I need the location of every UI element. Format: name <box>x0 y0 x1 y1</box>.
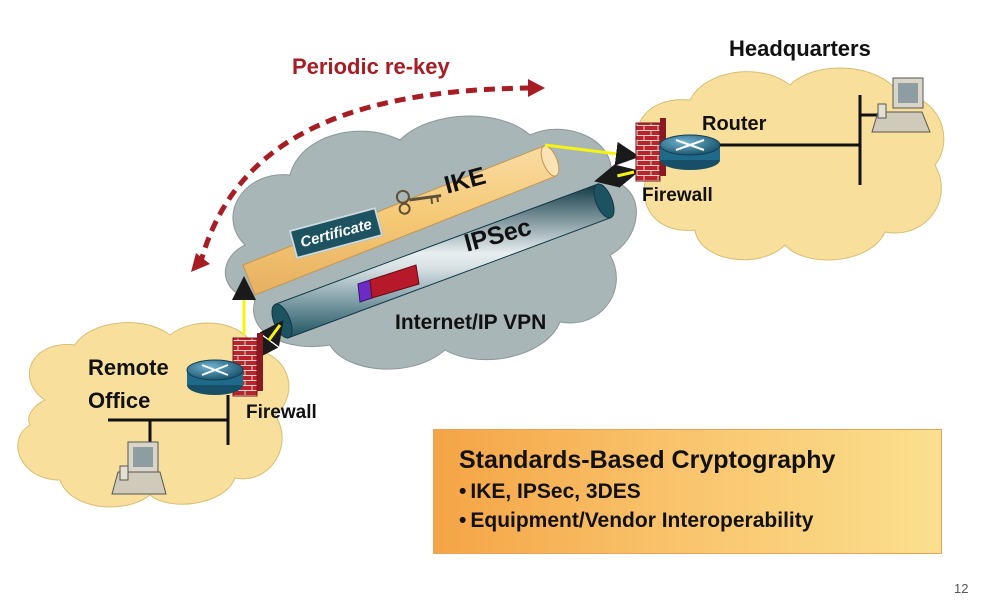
headquarters-label: Headquarters <box>729 36 871 61</box>
rekey-arrowhead-right <box>528 79 545 97</box>
standards-box: Standards-Based Cryptography • IKE, IPSe… <box>433 429 942 554</box>
bullet-text: IKE, IPSec, 3DES <box>470 480 641 503</box>
page-number: 12 <box>954 581 969 596</box>
standards-bullet: • IKE, IPSec, 3DES <box>459 480 941 504</box>
bullet-text: Equipment/Vendor Interoperability <box>470 509 814 532</box>
standards-title: Standards-Based Cryptography <box>459 446 836 474</box>
router-label: Router <box>702 113 767 135</box>
periodic-rekey-label: Periodic re-key <box>292 54 450 79</box>
remote-firewall-label: Firewall <box>246 402 317 423</box>
router-icon <box>659 134 721 170</box>
workstation-icon <box>871 77 931 133</box>
bullet-dot: • <box>459 509 467 532</box>
internet-vpn-label: Internet/IP VPN <box>395 311 547 334</box>
rekey-arc <box>197 85 531 266</box>
remote-lan <box>108 395 230 445</box>
key-icon <box>395 189 442 215</box>
router-icon <box>186 359 244 395</box>
bullet-dot: • <box>459 480 467 503</box>
rekey-arrowhead-left <box>191 253 210 272</box>
hq-firewall-label: Firewall <box>642 185 713 206</box>
encrypted-packet <box>357 264 420 303</box>
remote-office-label: Remote Office <box>88 355 169 413</box>
standards-bullet: • Equipment/Vendor Interoperability <box>459 509 941 533</box>
workstation-icon <box>111 441 167 495</box>
